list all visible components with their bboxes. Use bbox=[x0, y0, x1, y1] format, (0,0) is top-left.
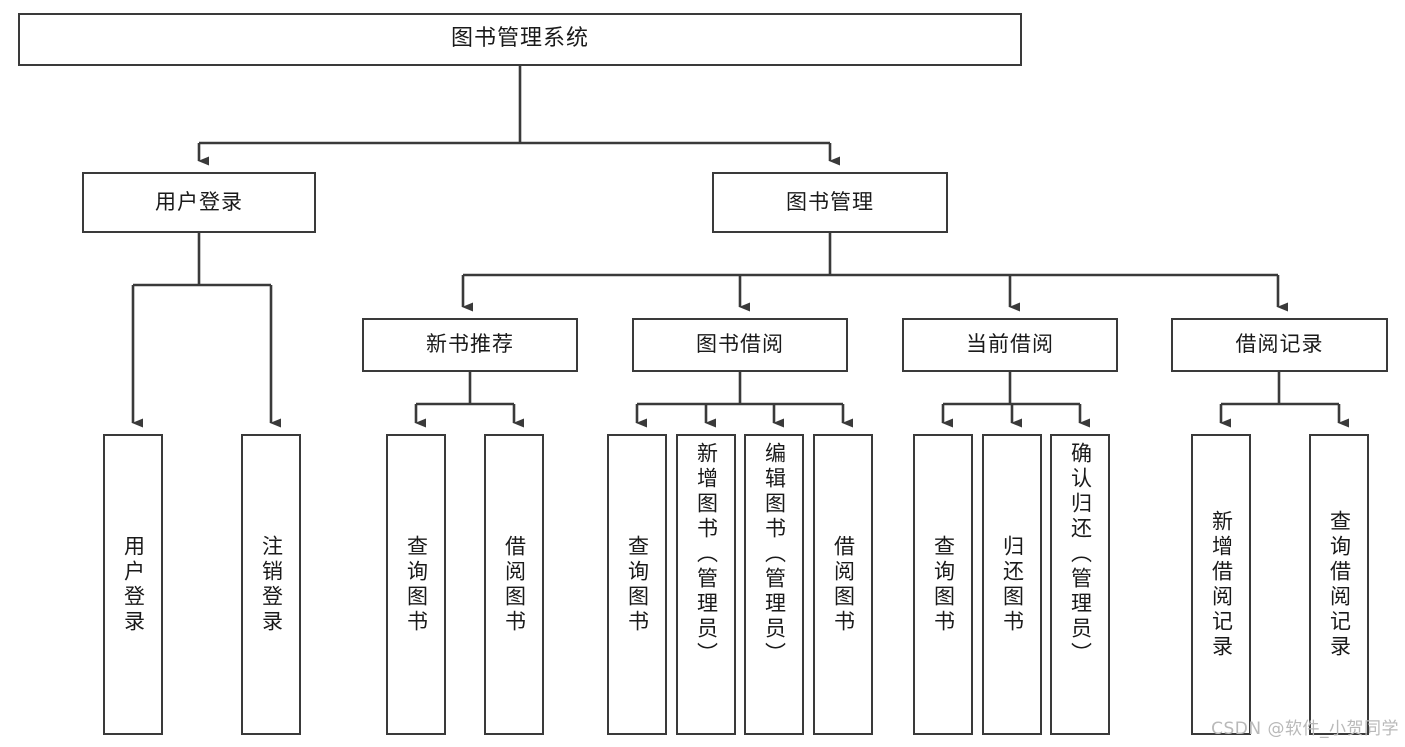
leaf-node-5[interactable]: 新增图书（管理员） bbox=[676, 434, 736, 735]
level2-node-label: 图书管理 bbox=[786, 189, 874, 214]
leaf-node-label: 查询图书 bbox=[625, 534, 650, 635]
root-node[interactable]: 图书管理系统 bbox=[18, 13, 1022, 66]
leaf-node-label: 归还图书 bbox=[1000, 534, 1025, 635]
level3-node-label: 新书推荐 bbox=[426, 332, 514, 357]
leaf-node-10[interactable]: 确认归还（管理员） bbox=[1050, 434, 1110, 735]
level3-node-3[interactable]: 借阅记录 bbox=[1171, 318, 1388, 372]
leaf-node-6[interactable]: 编辑图书（管理员） bbox=[744, 434, 804, 735]
level3-node-2[interactable]: 当前借阅 bbox=[902, 318, 1118, 372]
leaf-node-7[interactable]: 借阅图书 bbox=[813, 434, 873, 735]
leaf-node-label: 新增借阅记录 bbox=[1209, 509, 1234, 660]
leaf-node-label: 注销登录 bbox=[259, 534, 284, 635]
leaf-node-label: 查询借阅记录 bbox=[1327, 509, 1352, 660]
leaf-node-1[interactable]: 注销登录 bbox=[241, 434, 301, 735]
level3-node-0[interactable]: 新书推荐 bbox=[362, 318, 578, 372]
level3-node-1[interactable]: 图书借阅 bbox=[632, 318, 848, 372]
level3-node-label: 图书借阅 bbox=[696, 332, 784, 357]
level2-node-0[interactable]: 用户登录 bbox=[82, 172, 316, 233]
root-node-label: 图书管理系统 bbox=[450, 26, 589, 52]
leaf-node-label: 用户登录 bbox=[121, 534, 146, 635]
level2-node-label: 用户登录 bbox=[155, 189, 243, 214]
watermark-text: CSDN @软件_小贺同学 bbox=[1211, 719, 1399, 739]
level3-node-label: 借阅记录 bbox=[1235, 332, 1324, 357]
leaf-node-label: 编辑图书（管理员） bbox=[762, 442, 787, 667]
leaf-node-2[interactable]: 查询图书 bbox=[386, 434, 446, 735]
leaf-node-4[interactable]: 查询图书 bbox=[607, 434, 667, 735]
leaf-node-0[interactable]: 用户登录 bbox=[103, 434, 163, 735]
leaf-node-11[interactable]: 新增借阅记录 bbox=[1191, 434, 1251, 735]
leaf-node-label: 新增图书（管理员） bbox=[694, 442, 719, 667]
leaf-node-3[interactable]: 借阅图书 bbox=[484, 434, 544, 735]
level2-node-1[interactable]: 图书管理 bbox=[712, 172, 948, 233]
leaf-node-9[interactable]: 归还图书 bbox=[982, 434, 1042, 735]
leaf-node-label: 查询图书 bbox=[404, 534, 429, 635]
leaf-node-label: 查询图书 bbox=[931, 534, 956, 635]
leaf-node-label: 借阅图书 bbox=[502, 534, 527, 635]
level3-node-label: 当前借阅 bbox=[966, 332, 1054, 357]
leaf-node-12[interactable]: 查询借阅记录 bbox=[1309, 434, 1369, 735]
leaf-node-label: 借阅图书 bbox=[831, 534, 856, 635]
leaf-node-8[interactable]: 查询图书 bbox=[913, 434, 973, 735]
leaf-node-label: 确认归还（管理员） bbox=[1068, 442, 1093, 667]
